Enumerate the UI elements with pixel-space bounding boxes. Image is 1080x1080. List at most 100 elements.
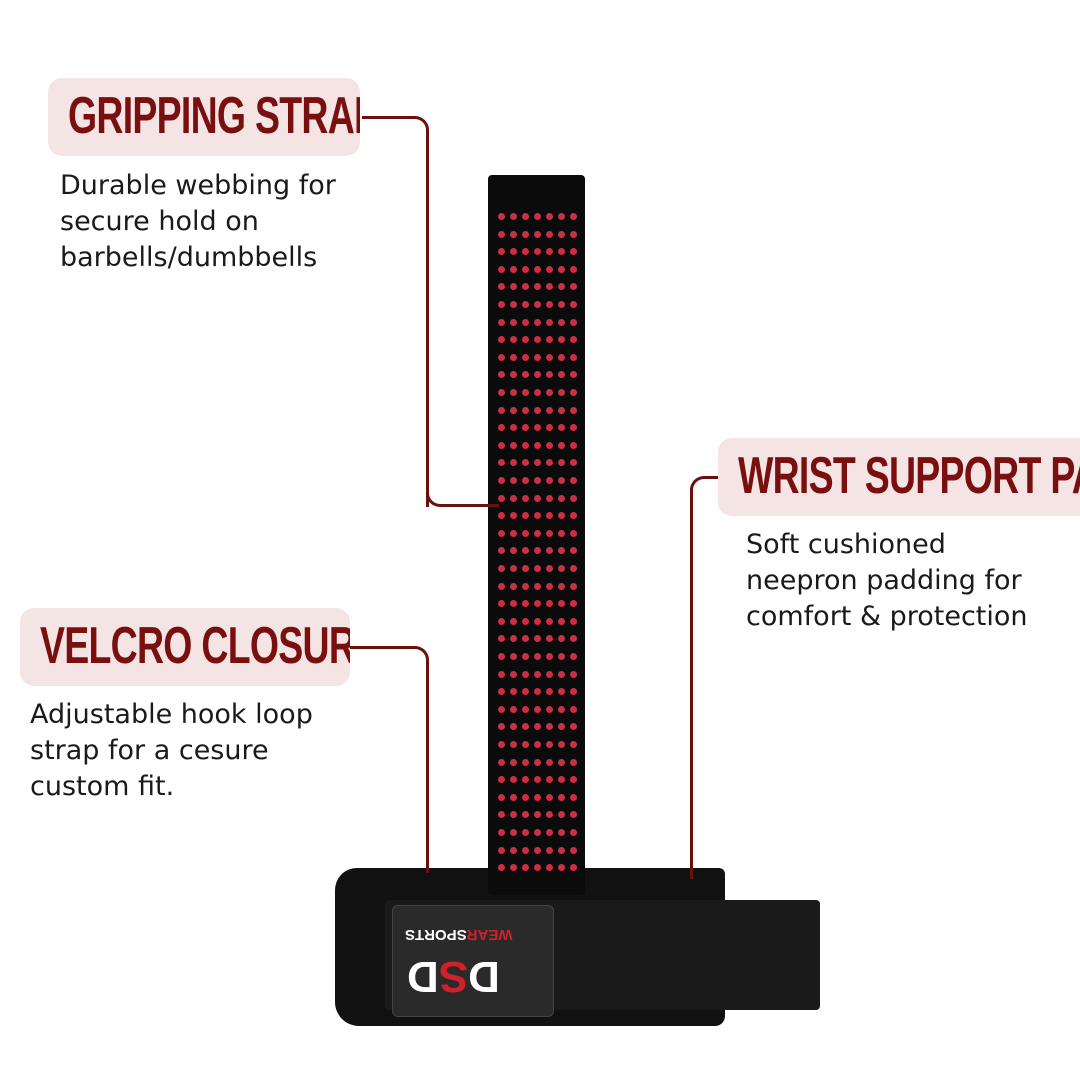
grip-dot	[546, 441, 553, 449]
grip-dot	[546, 846, 553, 854]
grip-dot	[498, 529, 505, 537]
grip-dot	[570, 864, 577, 872]
grip-dot	[546, 477, 553, 484]
grip-dot	[570, 494, 577, 502]
grip-dot	[498, 547, 505, 555]
grip-dot	[510, 424, 517, 432]
grip-dot	[546, 758, 553, 766]
grip-dot	[546, 829, 553, 836]
grip-dot	[558, 265, 565, 273]
grip-dot	[570, 529, 577, 537]
grip-dot	[510, 477, 517, 484]
grip-dot	[522, 301, 529, 308]
grip-dot	[498, 776, 505, 784]
grip-dot	[498, 864, 505, 872]
grip-dot	[546, 459, 553, 467]
grip-dot	[558, 230, 565, 238]
grip-dot	[534, 389, 541, 396]
grip-dot	[558, 600, 565, 608]
grip-dot	[546, 389, 553, 396]
grip-dot	[510, 494, 517, 502]
grip-dot	[534, 353, 541, 361]
grip-dot	[570, 213, 577, 220]
grip-dot	[558, 283, 565, 291]
grip-dot	[498, 265, 505, 273]
grip-dot	[522, 600, 529, 608]
grip-dot	[546, 283, 553, 291]
grip-dot	[570, 318, 577, 326]
grip-dot	[498, 705, 505, 713]
grip-dot	[510, 230, 517, 238]
grip-dot	[570, 776, 577, 784]
grip-dot	[522, 424, 529, 432]
grip-dot	[498, 758, 505, 766]
grip-dot	[522, 477, 529, 484]
grip-dot	[558, 336, 565, 344]
grip-dot	[498, 670, 505, 678]
grip-dot	[534, 265, 541, 273]
grip-dot	[522, 829, 529, 836]
grip-dot	[498, 723, 505, 731]
grip-dot	[522, 248, 529, 256]
grip-dot	[522, 336, 529, 344]
grip-dot	[510, 846, 517, 854]
grip-dot	[558, 441, 565, 449]
grip-dot	[546, 617, 553, 625]
grip-dot	[498, 213, 505, 220]
grip-dot	[522, 389, 529, 396]
wrist-pad-connector	[690, 476, 733, 879]
grip-dot	[522, 318, 529, 326]
grip-dot	[498, 582, 505, 590]
grip-dot	[570, 723, 577, 731]
grip-dot	[522, 653, 529, 660]
grip-dot	[534, 688, 541, 696]
callout-wrist-pad-title: WRIST SUPPORT PAD	[718, 438, 1080, 516]
grip-dot	[510, 248, 517, 256]
grip-dot	[522, 371, 529, 379]
grip-dot	[546, 230, 553, 238]
grip-dot	[534, 653, 541, 660]
grip-dot	[534, 248, 541, 256]
grip-dot	[558, 653, 565, 660]
grip-dot	[522, 758, 529, 766]
grip-dot	[546, 424, 553, 432]
grip-dot	[534, 758, 541, 766]
grip-dot	[498, 846, 505, 854]
grip-dot	[534, 741, 541, 748]
grip-dot	[570, 741, 577, 748]
grip-dot	[498, 811, 505, 819]
grip-dot	[534, 529, 541, 537]
grip-dot	[510, 741, 517, 748]
grip-dot	[546, 494, 553, 502]
grip-dot	[522, 705, 529, 713]
grip-dot	[522, 565, 529, 572]
grip-dot	[546, 635, 553, 643]
grip-dot	[570, 635, 577, 643]
grip-dot	[534, 635, 541, 643]
callout-wrist-pad-description: Soft cushioned neepron padding for comfo…	[746, 529, 1028, 632]
grip-dot	[522, 494, 529, 502]
grip-dot	[570, 371, 577, 379]
grip-dot	[522, 283, 529, 291]
grip-dot	[570, 846, 577, 854]
grip-dot	[522, 635, 529, 643]
grip-dot	[558, 829, 565, 836]
grip-dot	[522, 688, 529, 696]
grip-dot	[498, 441, 505, 449]
grip-dot	[522, 582, 529, 590]
grip-dot	[570, 459, 577, 467]
gripping-strap-connector-end	[426, 470, 499, 507]
grip-dot	[510, 829, 517, 836]
grip-dot	[498, 406, 505, 414]
grip-dot	[570, 353, 577, 361]
grip-dot	[510, 389, 517, 396]
grip-dot	[534, 283, 541, 291]
grip-dot	[498, 635, 505, 643]
grip-dot	[510, 547, 517, 555]
grip-dot	[534, 512, 541, 520]
grip-dot	[510, 811, 517, 819]
grip-dot	[522, 459, 529, 467]
grip-dot	[510, 353, 517, 361]
grip-dot	[534, 230, 541, 238]
grip-dot	[522, 723, 529, 731]
